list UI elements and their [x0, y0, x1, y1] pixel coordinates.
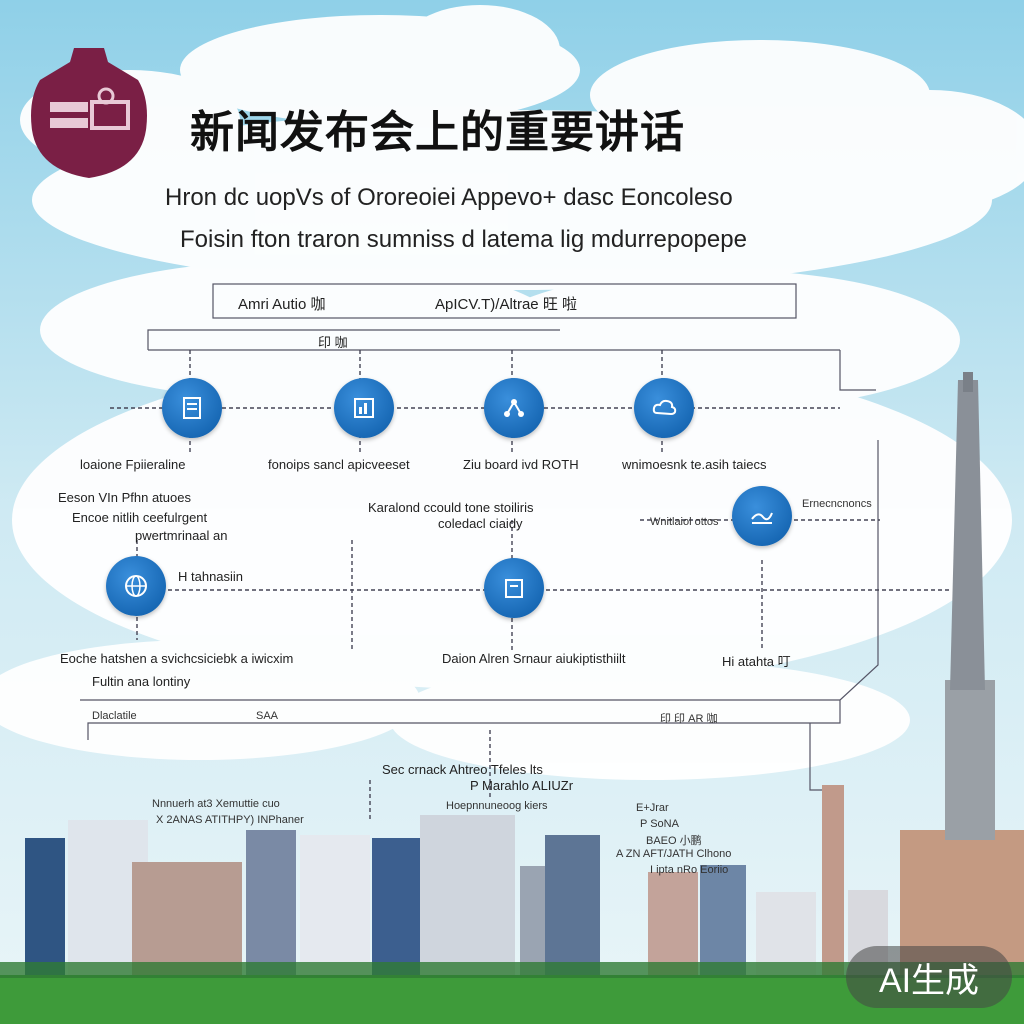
network-icon	[484, 378, 544, 438]
row2-label-3: Hi atahta 叮	[722, 654, 791, 669]
subtitle-line-2: Foisin fton traron sumniss d latema lig …	[180, 226, 747, 253]
cloud-icon	[634, 378, 694, 438]
chart-icon	[334, 378, 394, 438]
annotation-5: Hoepnnuneoog kiers	[446, 800, 548, 812]
box-header-right: ApICV.T)/Altrae 旺 啦	[435, 296, 577, 313]
logo-icon	[31, 48, 147, 178]
top-connector-label: 印 咖	[318, 335, 348, 350]
wave-icon	[732, 486, 792, 546]
node-label-4: wnimoesnk te.asih taiecs	[622, 457, 767, 472]
annotation-6: E+Jrar	[636, 802, 669, 814]
annotation-3: Nnnuerh at3 Xemuttie cuo	[152, 798, 280, 810]
row2-mid-note: H tahnasiin	[178, 569, 244, 584]
lower-bar-right: 印 印 AR 咖	[660, 713, 718, 725]
subtitle-line-1: Hron dc uopVs of Ororeoiei Appevo+ dasc …	[165, 184, 733, 211]
node-label-3: Ziu board ivd ROTH	[463, 457, 579, 472]
sublabel-center-a: Karalond ccould tone stoiliris	[368, 500, 534, 515]
sublabel-right-a: Wnitlaiol ottos	[650, 516, 719, 528]
sublabel-left-c: pwertmrinaal an	[135, 528, 228, 543]
annotation-10: A ZN AFT/JATH Clhono	[616, 848, 732, 860]
annotation-1: Sec crnack Ahtreo Tfeles lts	[382, 762, 543, 777]
document-icon	[162, 378, 222, 438]
node-label-1: loaione Fpiieraline	[80, 457, 186, 472]
sublabel-right-b: Ernecncnoncs	[802, 498, 872, 510]
folder-icon	[484, 558, 544, 618]
sublabel-center-b: coledacl ciaidy	[438, 516, 523, 531]
sublabel-left-b: Encoe nitlih ceefulrgent	[72, 510, 208, 525]
annotation-8: P SoNA	[640, 818, 679, 830]
ai-generated-badge: AI生成	[846, 946, 1012, 1008]
annotation-4: X 2ANAS ATITHPY) INPhaner	[156, 814, 304, 826]
lower-bar-mid: SAA	[256, 710, 279, 722]
row2-label-2: Daion Alren Srnaur aiukiptisthiilt	[442, 651, 626, 666]
node-label-2: fonoips sancl apicveeset	[268, 457, 410, 472]
lower-bar-left: Dlaclatile	[92, 710, 137, 722]
page-title: 新闻发布会上的重要讲话	[190, 107, 685, 158]
annotation-9: BAEO 小鹏	[646, 835, 702, 847]
box-header-left: Amri Autio 咖	[238, 296, 326, 313]
row2-left-note: Fultin ana lontiny	[92, 674, 191, 689]
annotation-7: I ipta nRo Eoriio	[650, 864, 729, 876]
sublabel-left-a: Eeson VIn Pfhn atuoes	[58, 490, 191, 505]
row2-label-1: Eoche hatshen a svichcsiciebk a iwicxim	[60, 651, 294, 666]
diagram-frame	[80, 283, 879, 791]
annotation-2: P Marahlo ALIUZr	[470, 778, 574, 793]
globe-icon	[106, 556, 166, 616]
